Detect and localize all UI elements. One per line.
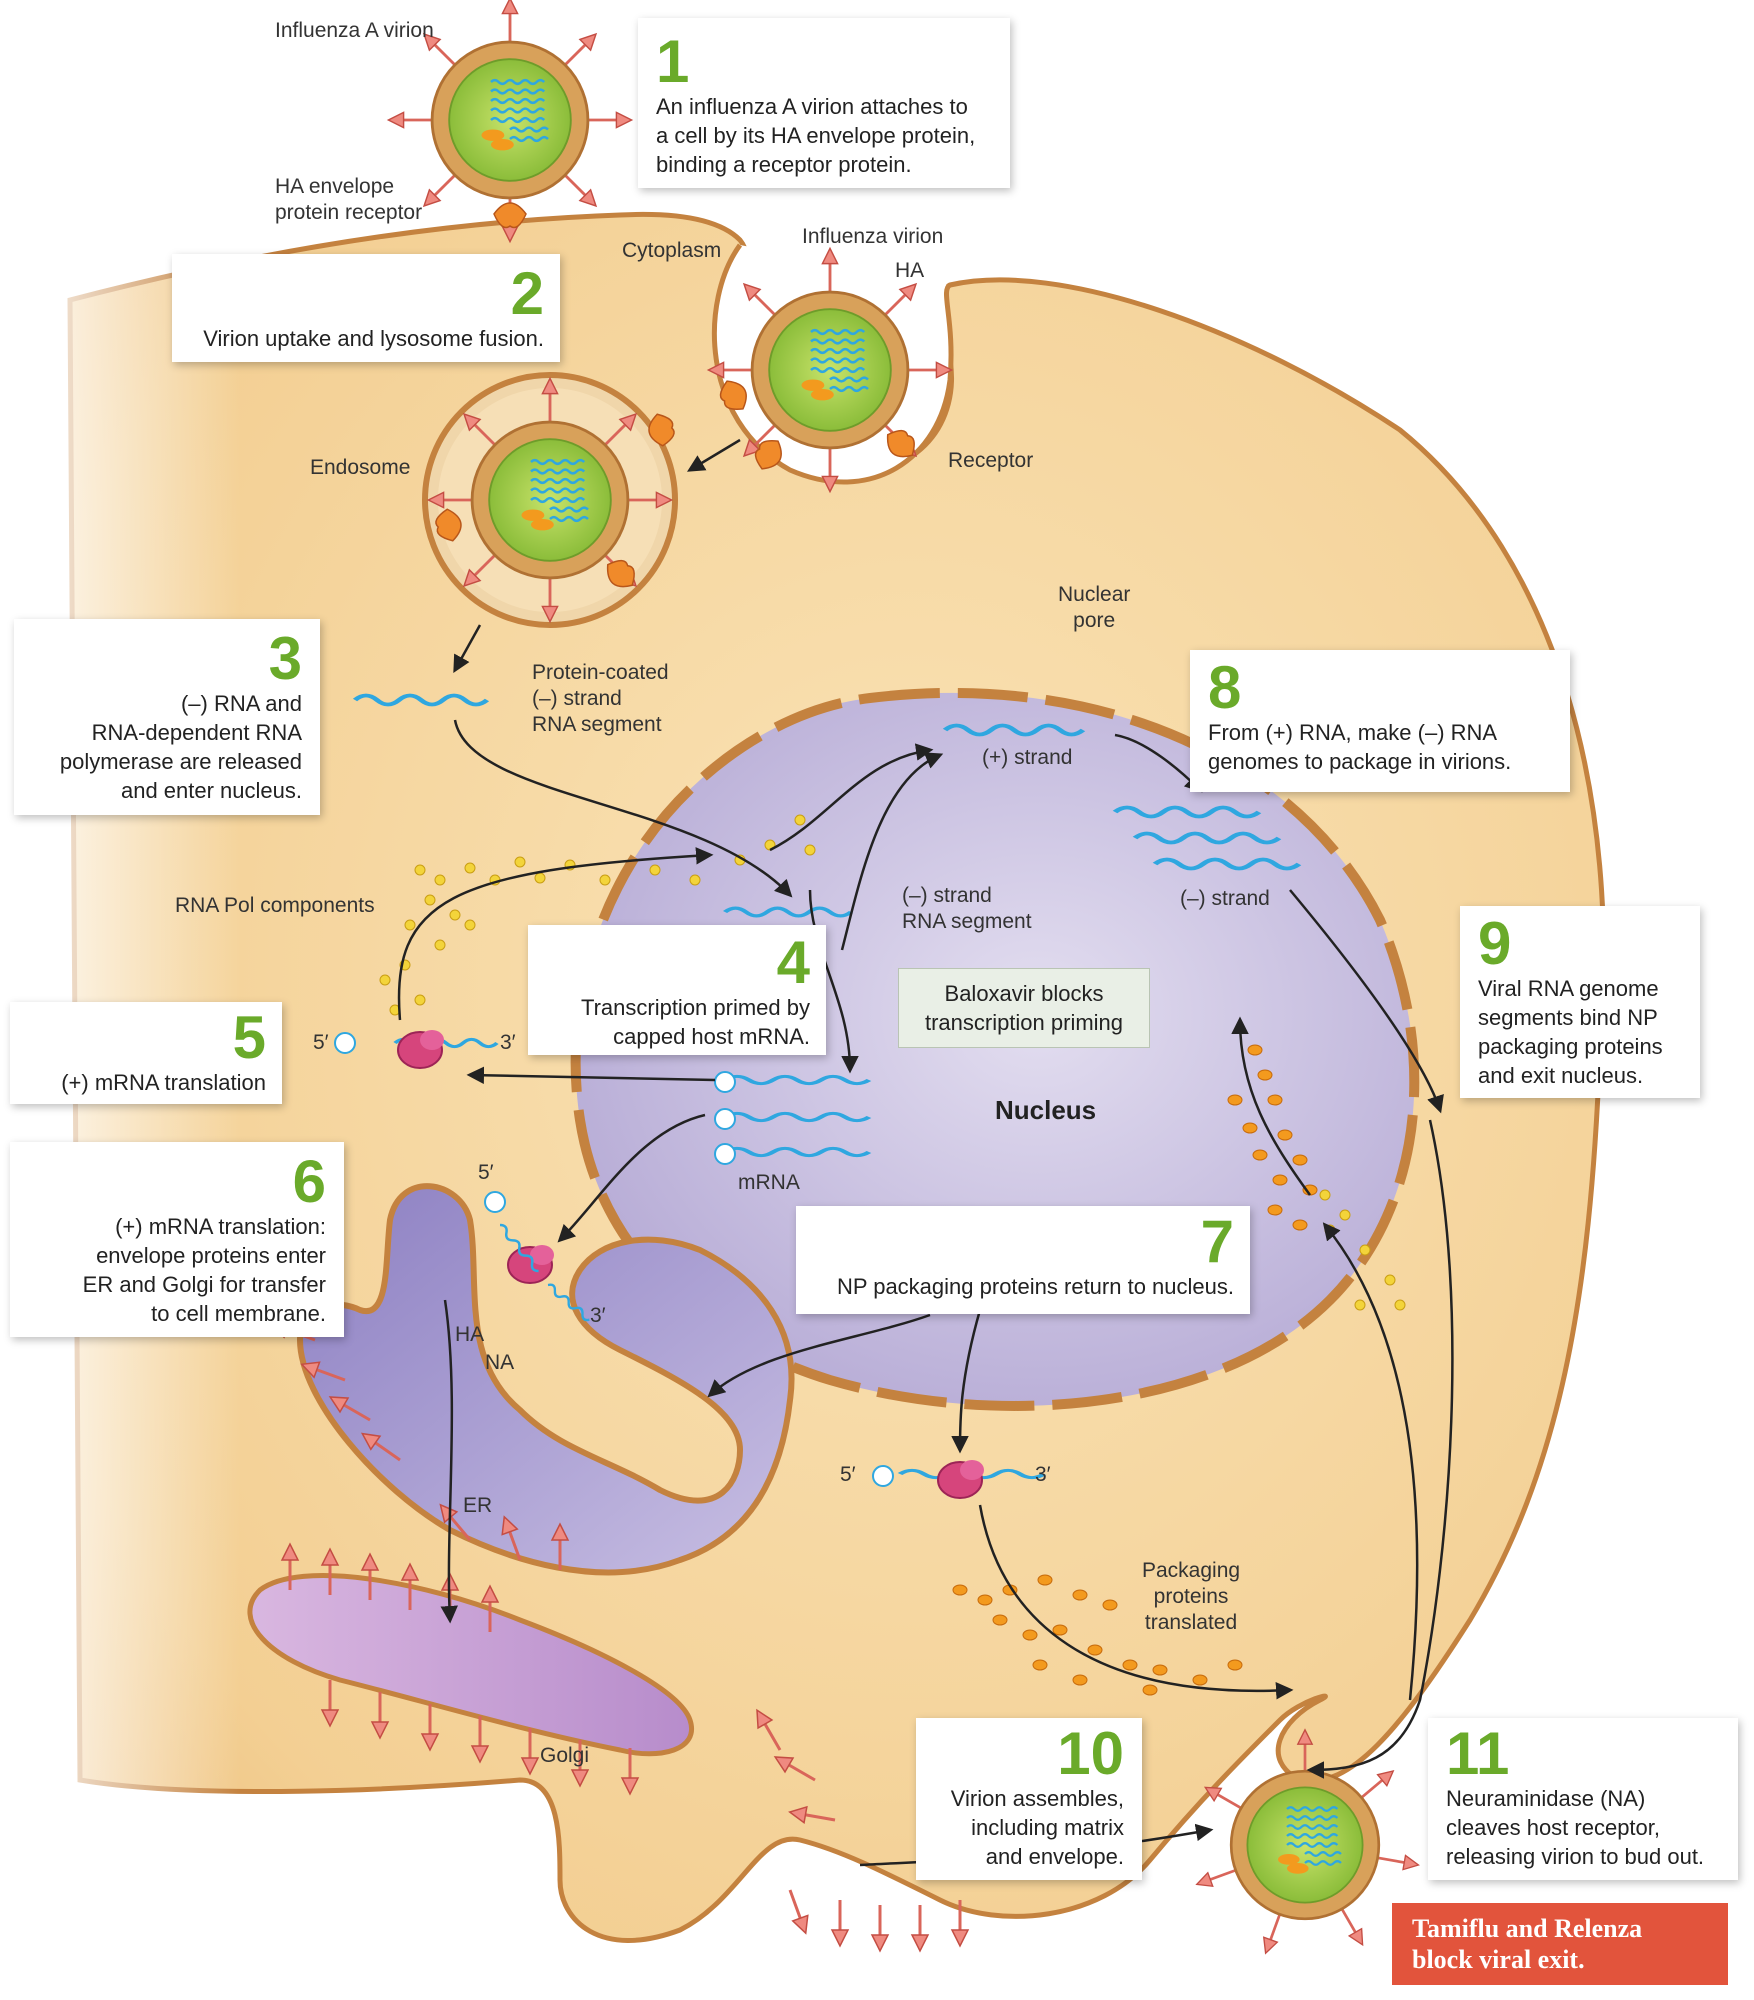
step-8-box: 8 From (+) RNA, make (–) RNA genomes to … [1190, 650, 1570, 792]
mrna-label: mRNA [738, 1171, 800, 1194]
step-1-text: An influenza A virion attaches to a cell… [656, 94, 976, 177]
packaging-proteins [952, 1044, 1318, 1696]
step-9-text: Viral RNA genome segments bind NP packag… [1478, 976, 1663, 1088]
step-4-number: 4 [776, 929, 810, 996]
influenza-a-virion-label: Influenza A virion [275, 19, 434, 42]
step-6-text: (+) mRNA translation: envelope proteins … [82, 1214, 326, 1326]
flow-arrows [397, 438, 1454, 1867]
five-prime-label-6: 5′ [478, 1161, 494, 1184]
three-prime-label-6: 3′ [590, 1304, 606, 1327]
step-3-box: 3 (–) RNA and RNA-dependent RNA polymera… [14, 619, 320, 815]
step-1-box: 1 An influenza A virion attaches to a ce… [638, 18, 1010, 188]
three-prime-label-5: 3′ [500, 1031, 516, 1054]
ribosome-6 [507, 1245, 554, 1284]
endosome-label: Endosome [310, 456, 411, 479]
step-11-text: Neuraminidase (NA) cleaves host receptor… [1446, 1786, 1705, 1869]
cap-marks [334, 1032, 894, 1487]
step-8-number: 8 [1208, 654, 1242, 721]
ha-receptor-label: HA envelope protein receptor [275, 175, 423, 224]
ha-label: HA [895, 259, 925, 282]
receptor-label: Receptor [948, 449, 1034, 472]
step-9-number: 9 [1478, 910, 1512, 977]
protein-coated-label: Protein-coated (–) strand RNA segment [532, 661, 669, 736]
step-1-number: 1 [656, 28, 690, 95]
step-2-box: 2 Virion uptake and lysosome fusion. [172, 254, 560, 362]
golgi-apparatus [247, 1573, 695, 1757]
nucleus-label: Nucleus [995, 1095, 1097, 1125]
endoplasmic-reticulum [296, 1183, 795, 1576]
step-3-number: 3 [268, 625, 302, 692]
step-2-number: 2 [510, 260, 544, 327]
drug-note: Tamiflu and Relenza block viral exit. [1392, 1903, 1728, 1985]
step-6-box: 6 (+) mRNA translation: envelope protein… [10, 1142, 344, 1337]
step-5-number: 5 [232, 1004, 266, 1071]
ribosome-7 [937, 1460, 984, 1499]
five-prime-label-7: 5′ [840, 1463, 856, 1486]
nuclear-pore-label: Nuclear pore [1058, 583, 1131, 632]
ribosome-5 [397, 1030, 444, 1069]
step-7-number: 7 [1200, 1208, 1234, 1275]
step-7-box: 7 NP packaging proteins return to nucleu… [796, 1206, 1250, 1314]
step-11-box: 11 Neuraminidase (NA) cleaves host recep… [1428, 1718, 1738, 1880]
step-8-text: From (+) RNA, make (–) RNA genomes to pa… [1208, 720, 1512, 774]
five-prime-label-5: 5′ [313, 1031, 329, 1054]
step-7-text: NP packaging proteins return to nucleus. [836, 1274, 1234, 1299]
plus-strand-label: (+) strand [982, 746, 1073, 769]
step-4-box: 4 Transcription primed by capped host mR… [528, 925, 826, 1055]
receptor-top [493, 202, 527, 229]
rna-pol-label: RNA Pol components [175, 894, 375, 917]
step-5-box: 5 (+) mRNA translation [10, 1002, 282, 1104]
minus-strand-label: (–) strand [1180, 887, 1270, 910]
step-9-box: 9 Viral RNA genome segments bind NP pack… [1460, 906, 1700, 1098]
minus-strand-segment-label: (–) strand RNA segment [902, 884, 1032, 933]
step-5-text: (+) mRNA translation [61, 1070, 266, 1095]
step-11-number: 11 [1446, 1720, 1510, 1787]
step-10-number: 10 [1057, 1720, 1124, 1787]
step-2-text: Virion uptake and lysosome fusion. [203, 326, 544, 351]
cytoplasm-label: Cytoplasm [622, 239, 722, 262]
step-6-number: 6 [292, 1148, 326, 1215]
ha-small-label: HA [455, 1323, 485, 1346]
influenza-virion-label: Influenza virion [802, 225, 944, 248]
er-label: ER [463, 1494, 493, 1517]
na-small-label: NA [485, 1351, 515, 1374]
step-10-text: Virion assembles, including matrix and e… [950, 1786, 1124, 1869]
virion-uptake [706, 246, 954, 494]
packaging-label: Packaging proteins translated [1142, 1559, 1241, 1634]
golgi-label: Golgi [540, 1744, 590, 1767]
baloxavir-note: Baloxavir blocks transcription priming [898, 968, 1150, 1048]
step-4-text: Transcription primed by capped host mRNA… [580, 995, 810, 1049]
three-prime-label-7: 3′ [1035, 1463, 1051, 1486]
step-10-box: 10 Virion assembles, including matrix an… [916, 1718, 1142, 1880]
step-3-text: (–) RNA and RNA-dependent RNA polymerase… [59, 691, 302, 803]
